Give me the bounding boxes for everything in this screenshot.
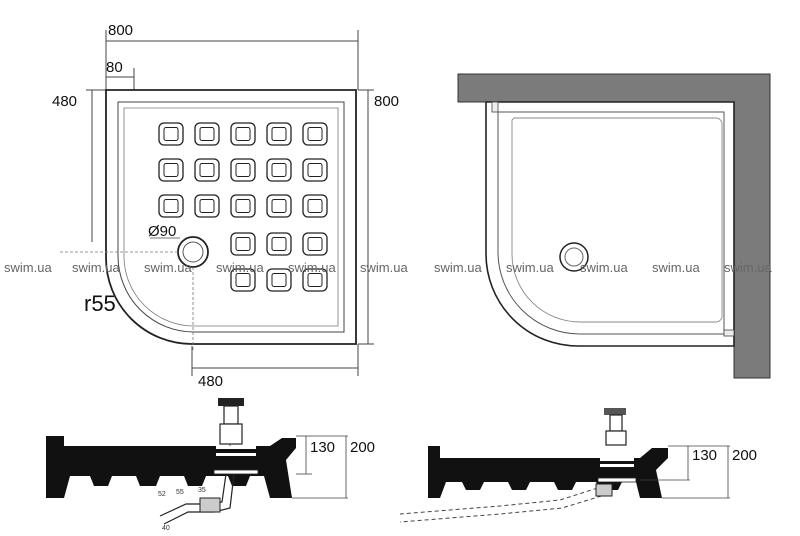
pipe-dim-label: 35: [198, 487, 206, 494]
watermark: swim.ua: [724, 260, 772, 275]
watermark-row: swim.ua swim.ua swim.ua swim.ua swim.ua …: [4, 260, 772, 275]
offset-label: 80: [106, 59, 123, 76]
profile-left: 52 55 35 40 130 200: [46, 398, 375, 532]
siphon-cap: [218, 398, 244, 406]
pipe-dim-label: 52: [158, 491, 166, 498]
wall-corner: [457, 73, 771, 379]
pipe-dim-label: 40: [162, 525, 170, 532]
height-130-label: 130: [310, 439, 335, 456]
watermark: swim.ua: [4, 260, 52, 275]
height-130-label-right: 130: [692, 447, 717, 464]
pipe-dim-label: 55: [176, 489, 184, 496]
installed-view: [457, 73, 771, 379]
tray-outline: [105, 89, 357, 345]
tray-cross-section-right: [428, 446, 668, 498]
height-200-label-right: 200: [732, 447, 757, 464]
watermark: swim.ua: [144, 260, 192, 275]
drain-label: Ø90: [148, 223, 176, 240]
watermark: swim.ua: [580, 260, 628, 275]
drain-circle-installed: [559, 242, 589, 272]
radius-label: r55: [84, 291, 116, 316]
width-label: 800: [108, 22, 133, 39]
plan-view: 800 80 480 800 480 Ø90: [52, 22, 399, 390]
depth-label: 800: [374, 93, 399, 110]
leg-bottom-label: 480: [198, 373, 223, 390]
watermark: swim.ua: [288, 260, 336, 275]
watermark: swim.ua: [506, 260, 554, 275]
height-200-label: 200: [350, 439, 375, 456]
tray-cross-section: [46, 436, 296, 498]
watermark: swim.ua: [72, 260, 120, 275]
watermark: swim.ua: [652, 260, 700, 275]
watermark: swim.ua: [216, 260, 264, 275]
watermark: swim.ua: [434, 260, 482, 275]
leg-left-label: 480: [52, 93, 77, 110]
profile-right: 130 200: [399, 408, 757, 523]
watermark: swim.ua: [360, 260, 408, 275]
